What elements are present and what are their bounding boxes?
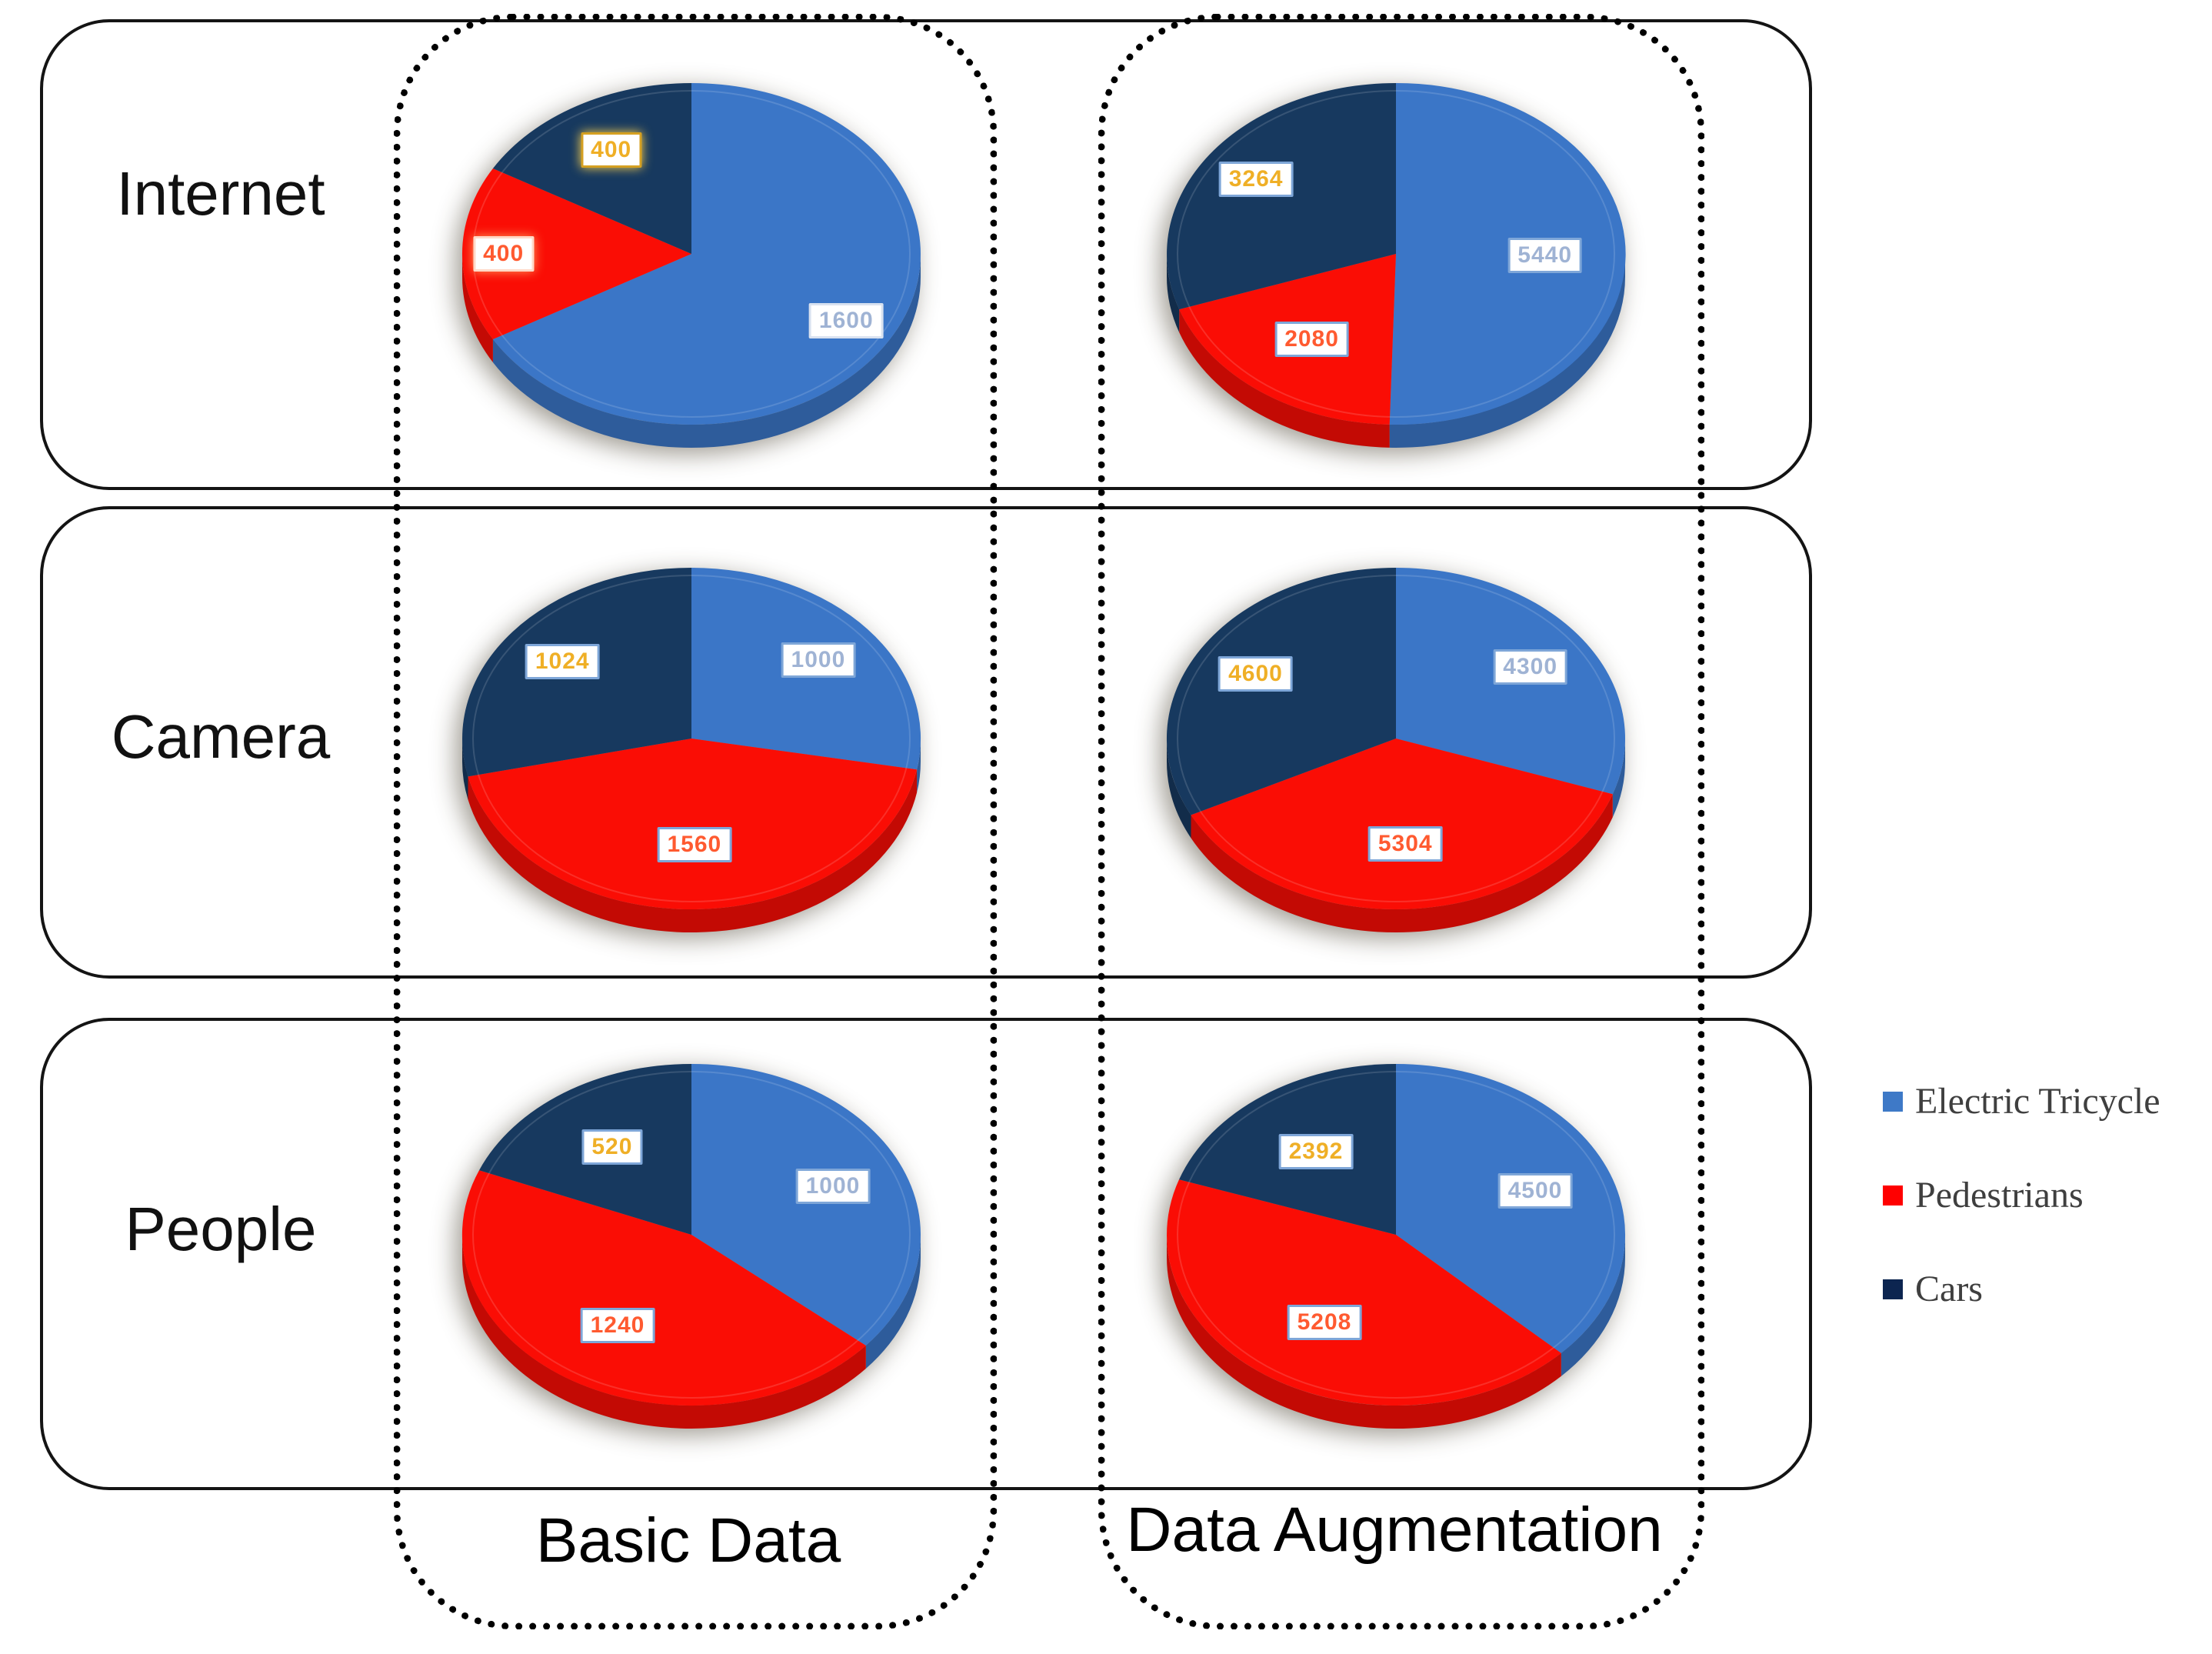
basic-data-group-outline: [394, 14, 997, 1629]
data-augmentation-group-outline: [1098, 14, 1704, 1629]
row-box-internet: [40, 19, 1812, 490]
legend-label: Cars: [1915, 1269, 1983, 1309]
row-box-camera: [40, 506, 1812, 979]
value-label: 2392: [1278, 1133, 1354, 1169]
pedestrians-swatch-icon: [1883, 1185, 1903, 1205]
cars-swatch-icon: [1883, 1279, 1903, 1299]
pie-chart-camera-data-augmentation: 4300 5304 4600: [1150, 554, 1642, 969]
value-label: 5208: [1287, 1304, 1362, 1340]
row-box-people: [40, 1018, 1812, 1490]
value-label: 520: [581, 1129, 643, 1165]
row-label-camera: Camera: [111, 702, 331, 771]
electric-tricycle-swatch-icon: [1883, 1092, 1903, 1112]
value-label: 1600: [808, 302, 884, 338]
pie-chart-camera-basic-data: 1000 1560 1024: [445, 554, 938, 969]
value-label: 1000: [781, 642, 856, 678]
column-label-data-augmentation: Data Augmentation: [1126, 1495, 1663, 1565]
value-label: 4600: [1218, 655, 1293, 692]
value-label: 400: [581, 132, 642, 168]
column-label-basic-data: Basic Data: [535, 1506, 841, 1576]
value-label: 1024: [525, 644, 600, 680]
legend-item-electric-tricycle: Electric Tricycle: [1883, 1083, 2160, 1120]
value-label: 400: [473, 236, 535, 272]
legend-item-cars: Cars: [1883, 1271, 2160, 1308]
legend: Electric Tricycle Pedestrians Cars: [1883, 1083, 2160, 1365]
pie-chart-people-data-augmentation: 4500 5208 2392: [1150, 1050, 1642, 1466]
value-label: 1560: [657, 826, 732, 862]
legend-label: Electric Tricycle: [1915, 1081, 2160, 1122]
pie-chart-internet-data-augmentation: 5440 2080 3264: [1150, 69, 1642, 485]
value-label: 1000: [795, 1168, 871, 1204]
row-label-internet: Internet: [116, 159, 325, 228]
value-label: 1240: [580, 1307, 655, 1343]
value-label: 4300: [1493, 649, 1568, 685]
pie-chart-internet-basic-data: 1600 400 400: [445, 69, 938, 485]
value-label: 5304: [1368, 826, 1443, 862]
value-label: 2080: [1274, 321, 1349, 357]
value-label: 3264: [1218, 162, 1294, 198]
row-label-people: People: [125, 1195, 317, 1263]
value-label: 5440: [1507, 238, 1583, 274]
pie-chart-people-basic-data: 1000 1240 520: [445, 1050, 938, 1466]
legend-item-pedestrians: Pedestrians: [1883, 1177, 2160, 1214]
legend-label: Pedestrians: [1915, 1175, 2084, 1215]
value-label: 4500: [1497, 1172, 1573, 1209]
